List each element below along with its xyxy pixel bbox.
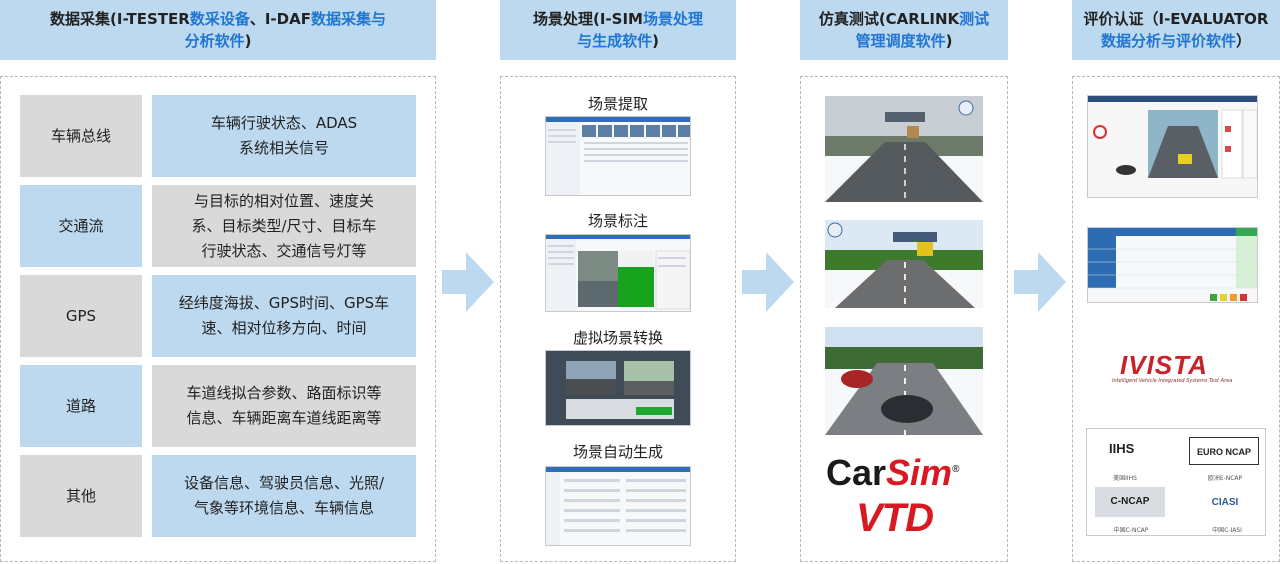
row-category: 交通流 [20,185,142,267]
rating-agencies-panel: IIHS 美国IIHS EURO NCAP 欧洲E-NCAP C-NCAP 中国… [1086,428,1266,536]
step-title-virtual-convert: 虚拟场景转换 [572,329,663,347]
panel-data-collection [0,76,436,562]
flow-arrow-icon [1014,252,1066,312]
step-title-extract: 场景提取 [587,95,648,113]
row-detail: 经纬度海拔、GPS时间、GPS车速、相对位移方向、时间 [152,275,416,357]
screenshot-scene-annotate [545,234,691,312]
euroncap-logo: EURO NCAP [1189,437,1259,465]
step-title-auto-generate: 场景自动生成 [572,443,663,461]
iihs-caption: 美国IIHS [1113,475,1137,482]
panel-scene-processing [500,76,736,562]
flow-arrow-icon [742,252,794,312]
screenshot-scene-extract [545,116,691,196]
ciasi-caption: 中国C-IASI [1212,527,1242,534]
cncap-logo: C-NCAP [1095,487,1165,517]
panel-simulation-test [800,76,1008,562]
screenshot-evaluation-table [1087,227,1258,303]
header-scene-processing: 场景处理(I-SIM场景处理 与生成软件) [500,0,736,60]
screenshot-evaluation-dashboard [1087,95,1258,198]
row-category: 道路 [20,365,142,447]
flow-arrow-icon [442,252,494,312]
data-row: GPS 经纬度海拔、GPS时间、GPS车速、相对位移方向、时间 [20,275,416,357]
screenshot-auto-generate [545,466,691,546]
ivista-logo: IVISTA Intelligent Vehicle Integrated Sy… [1112,350,1233,384]
header-data-collection: 数据采集(I-TESTER数采设备、I-DAF数据采集与 分析软件) [0,0,436,60]
row-detail: 车道线拟合参数、路面标识等信息、车辆距离车道线距离等 [152,365,416,447]
data-row: 其他 设备信息、驾驶员信息、光照/气象等环境信息、车辆信息 [20,455,416,537]
step-title-annotate: 场景标注 [587,212,648,230]
row-category: 车辆总线 [20,95,142,177]
row-category: 其他 [20,455,142,537]
vtd-logo: VTD [856,496,934,540]
photo-real-highway [825,96,983,202]
row-detail: 与目标的相对位置、速度关系、目标类型/尺寸、目标车行驶状态、交通信号灯等 [152,185,416,267]
ciasi-logo: CIASI [1211,497,1239,508]
cncap-caption: 中国C-NCAP [1113,527,1149,534]
screenshot-virtual-convert [545,350,691,426]
sim-render-highway [825,220,983,308]
euroncap-caption: 欧洲E-NCAP [1207,475,1243,482]
row-category: GPS [20,275,142,357]
header-evaluation: 评价认证（I-EVALUATOR 数据分析与评价软件） [1072,0,1280,60]
header-simulation-test: 仿真测试(CARLINK测试 管理调度软件) [800,0,1008,60]
carsim-logo: CarSim® [826,452,960,493]
iihs-logo: IIHS [1109,441,1135,456]
data-row: 交通流 与目标的相对位置、速度关系、目标类型/尺寸、目标车行驶状态、交通信号灯等 [20,185,416,267]
data-row: 道路 车道线拟合参数、路面标识等信息、车辆距离车道线距离等 [20,365,416,447]
row-detail: 设备信息、驾驶员信息、光照/气象等环境信息、车辆信息 [152,455,416,537]
sim-render-cars [825,327,983,435]
